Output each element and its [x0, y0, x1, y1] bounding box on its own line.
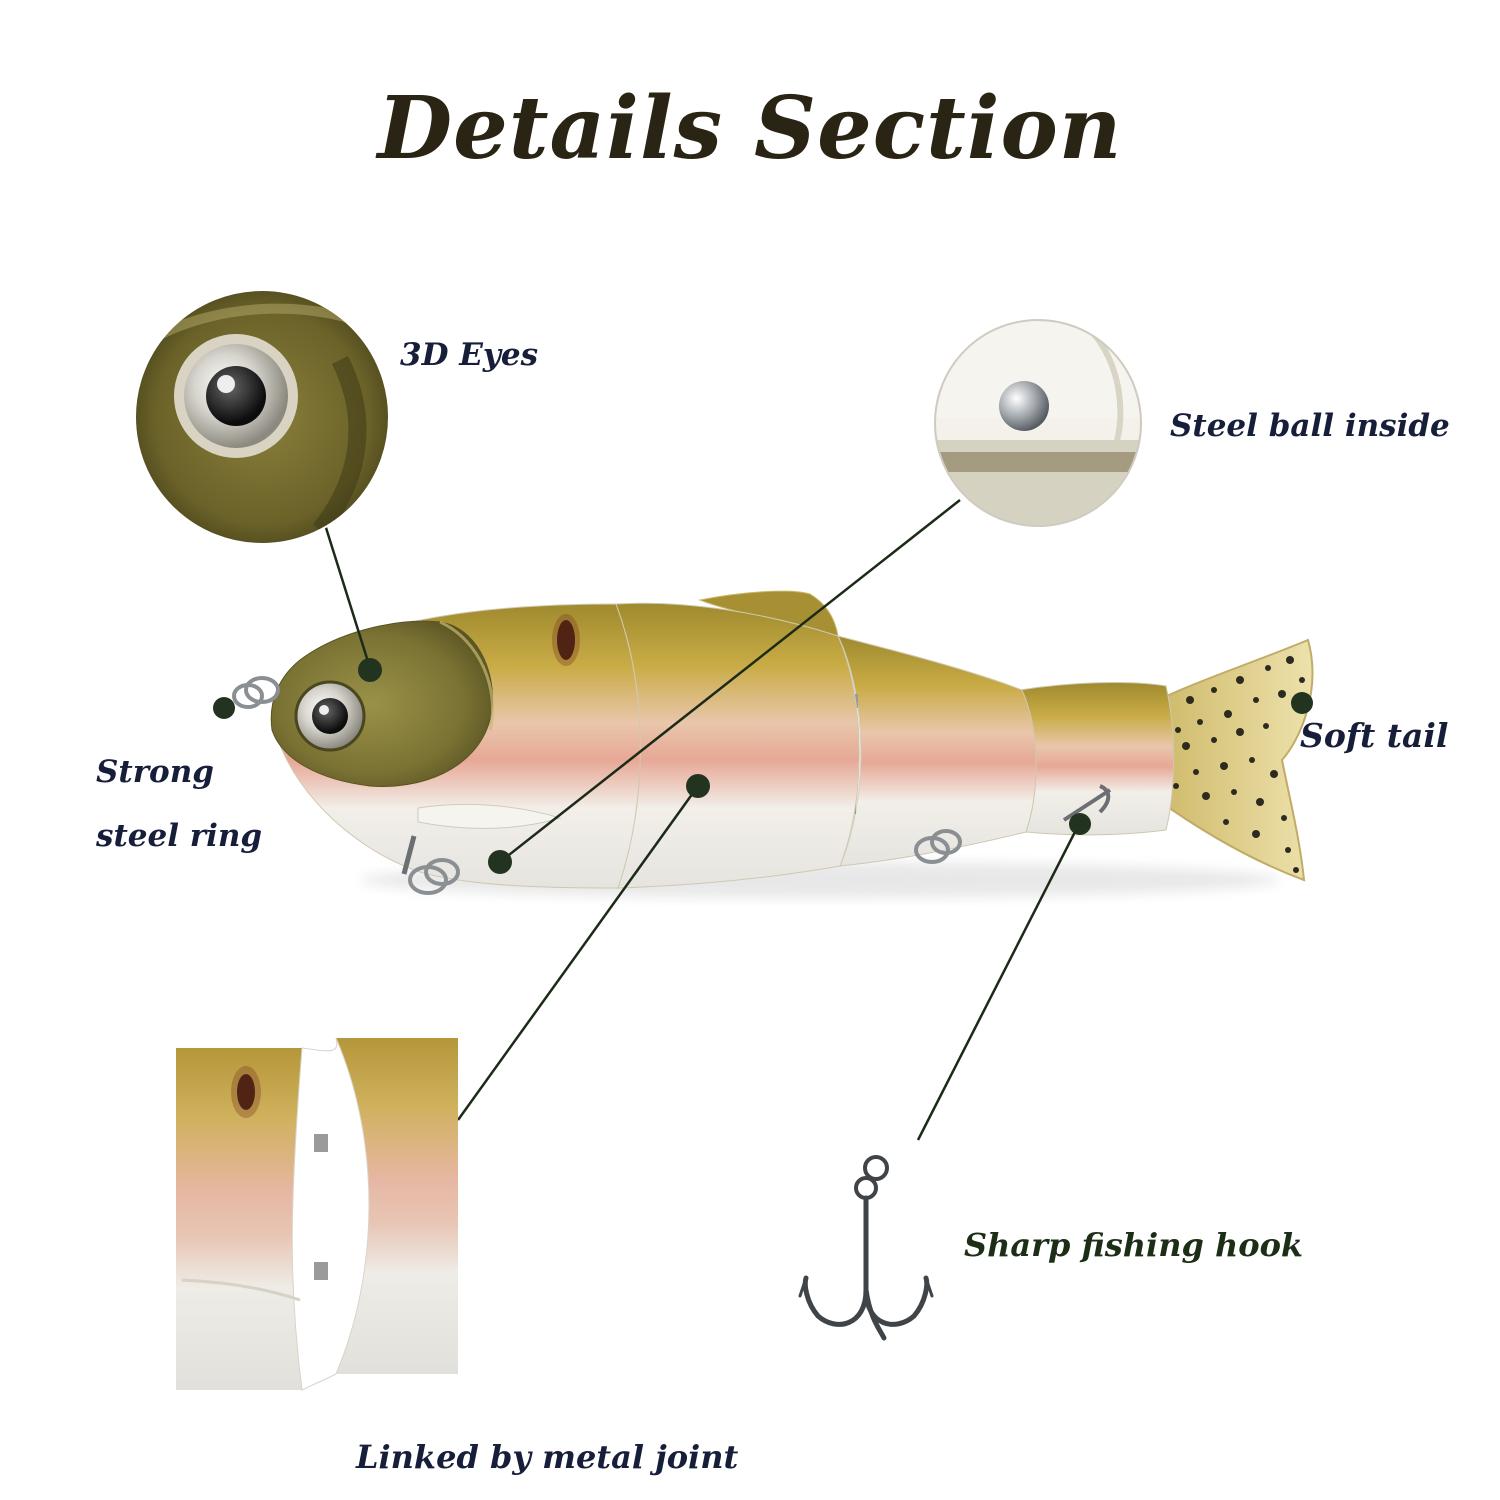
- callout-dot-hook: [1069, 813, 1091, 835]
- lure-segment-4: [1019, 682, 1174, 836]
- soft-tail: [1157, 638, 1314, 882]
- joint-zoom-panel: [176, 1037, 458, 1391]
- label-linked-by-metal-joint: Linked by metal joint: [356, 1438, 739, 1476]
- callout-dot-tail: [1291, 692, 1313, 714]
- eye-zoom-circle: [134, 289, 390, 545]
- callout-dots: [213, 658, 1313, 874]
- callout-dot-joint: [686, 774, 710, 798]
- label-strong: Strong: [96, 754, 214, 790]
- label-3d-eyes: 3D Eyes: [400, 337, 539, 373]
- callout-lines: [320, 499, 1080, 1141]
- label-soft-tail: Soft tail: [1300, 716, 1449, 755]
- label-steel-ring: steel ring: [96, 818, 263, 854]
- belly-rings: [408, 829, 962, 895]
- callout-dot-steel-ball: [488, 850, 512, 874]
- steel-ball-zoom-circle: [934, 319, 1142, 527]
- page-title: Details Section: [377, 78, 1123, 179]
- callout-dot-eyes: [358, 658, 382, 682]
- lateral-spot: [557, 620, 575, 660]
- label-sharp-fishing-hook: Sharp fishing hook: [964, 1226, 1304, 1264]
- callout-dot-ring: [213, 697, 235, 719]
- label-steel-ball-inside: Steel ball inside: [1170, 408, 1450, 444]
- lure-segment-2: [615, 602, 860, 889]
- nose-ring: [232, 676, 280, 709]
- treble-hook: [798, 1155, 934, 1341]
